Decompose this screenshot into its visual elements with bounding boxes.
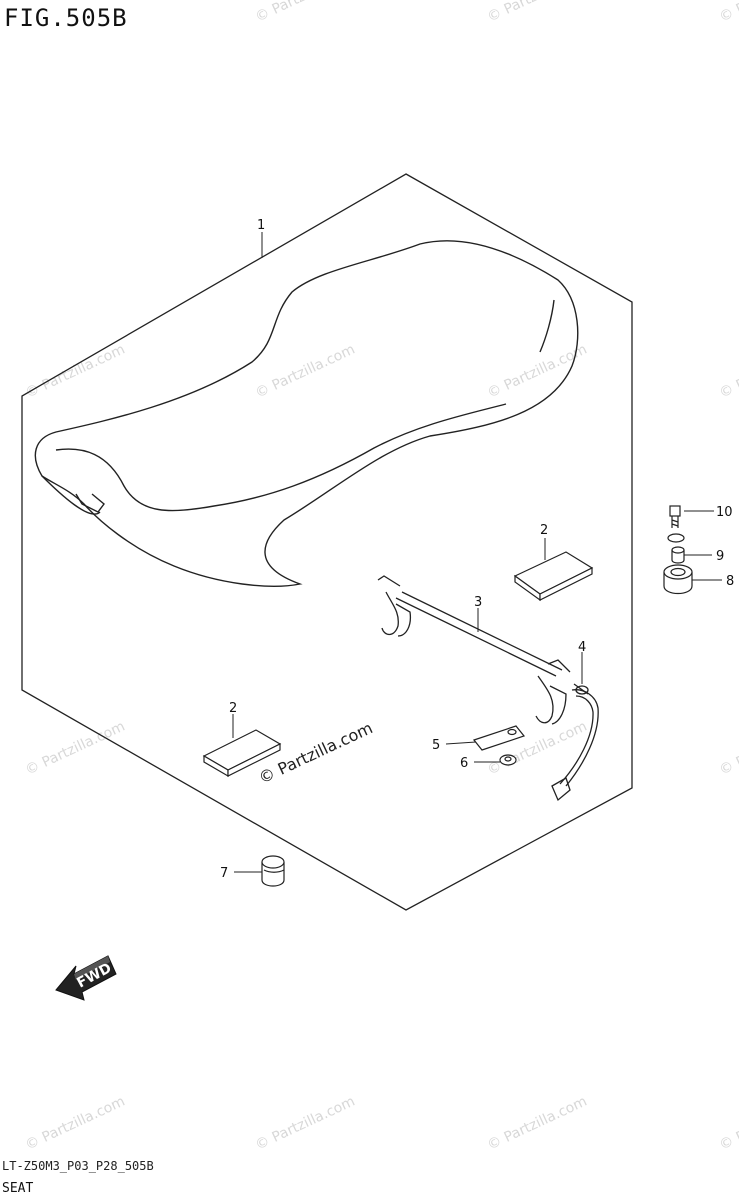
seat-part bbox=[34, 240, 579, 587]
watermark: © Partzilla.com bbox=[485, 718, 590, 778]
callout-7: 7 bbox=[220, 866, 228, 881]
watermark: © Partzilla.com bbox=[253, 341, 358, 401]
watermark: © Partzilla.com bbox=[23, 1093, 128, 1153]
watermark: © Partzilla.com bbox=[23, 341, 128, 401]
callout-10: 10 bbox=[716, 505, 733, 520]
diagram-section-title: SEAT bbox=[2, 1181, 34, 1196]
watermark: © Partzilla.com bbox=[253, 1093, 358, 1153]
seat-lock-cable bbox=[551, 683, 599, 802]
callout-labels: 1 2 2 3 4 5 6 7 8 9 10 bbox=[220, 218, 734, 881]
fwd-arrow-icon: FWD bbox=[55, 955, 117, 1001]
grommet-part bbox=[663, 564, 693, 595]
callout-5: 5 bbox=[432, 738, 440, 753]
callout-8: 8 bbox=[726, 574, 734, 589]
watermark: © Partzilla.com bbox=[717, 341, 739, 401]
seat-pad-upper bbox=[513, 551, 594, 602]
diagram-code: LT-Z50M3_P03_P28_505B bbox=[2, 1159, 154, 1173]
callout-9: 9 bbox=[716, 549, 724, 564]
watermark: © Partzilla.com bbox=[717, 0, 739, 26]
bolt-part bbox=[667, 505, 685, 543]
seat-lock-rod bbox=[377, 575, 571, 725]
seat-pad-lower bbox=[202, 729, 282, 778]
callout-1: 1 bbox=[257, 218, 265, 233]
watermark: © Partzilla.com bbox=[485, 1093, 590, 1153]
seat-cushion-part bbox=[261, 855, 285, 887]
callout-2-lower: 2 bbox=[229, 701, 237, 716]
washer-part bbox=[499, 754, 517, 766]
figure-title: FIG.505B bbox=[4, 4, 128, 32]
lock-plate bbox=[472, 725, 526, 751]
collar-part bbox=[671, 546, 685, 564]
kit-boundary bbox=[21, 173, 633, 911]
watermark: © Partzilla.com bbox=[253, 0, 358, 26]
callout-4: 4 bbox=[578, 640, 586, 655]
callout-3: 3 bbox=[474, 595, 482, 610]
leader-lines bbox=[232, 232, 722, 873]
watermark: © Partzilla.com bbox=[485, 0, 590, 26]
watermark: © Partzilla.com bbox=[23, 718, 128, 778]
callout-6: 6 bbox=[460, 756, 468, 771]
watermark: © Partzilla.com bbox=[717, 718, 739, 778]
watermark: © Partzilla.com bbox=[717, 1093, 739, 1153]
callout-2-upper: 2 bbox=[540, 523, 548, 538]
watermark: © Partzilla.com bbox=[485, 341, 590, 401]
